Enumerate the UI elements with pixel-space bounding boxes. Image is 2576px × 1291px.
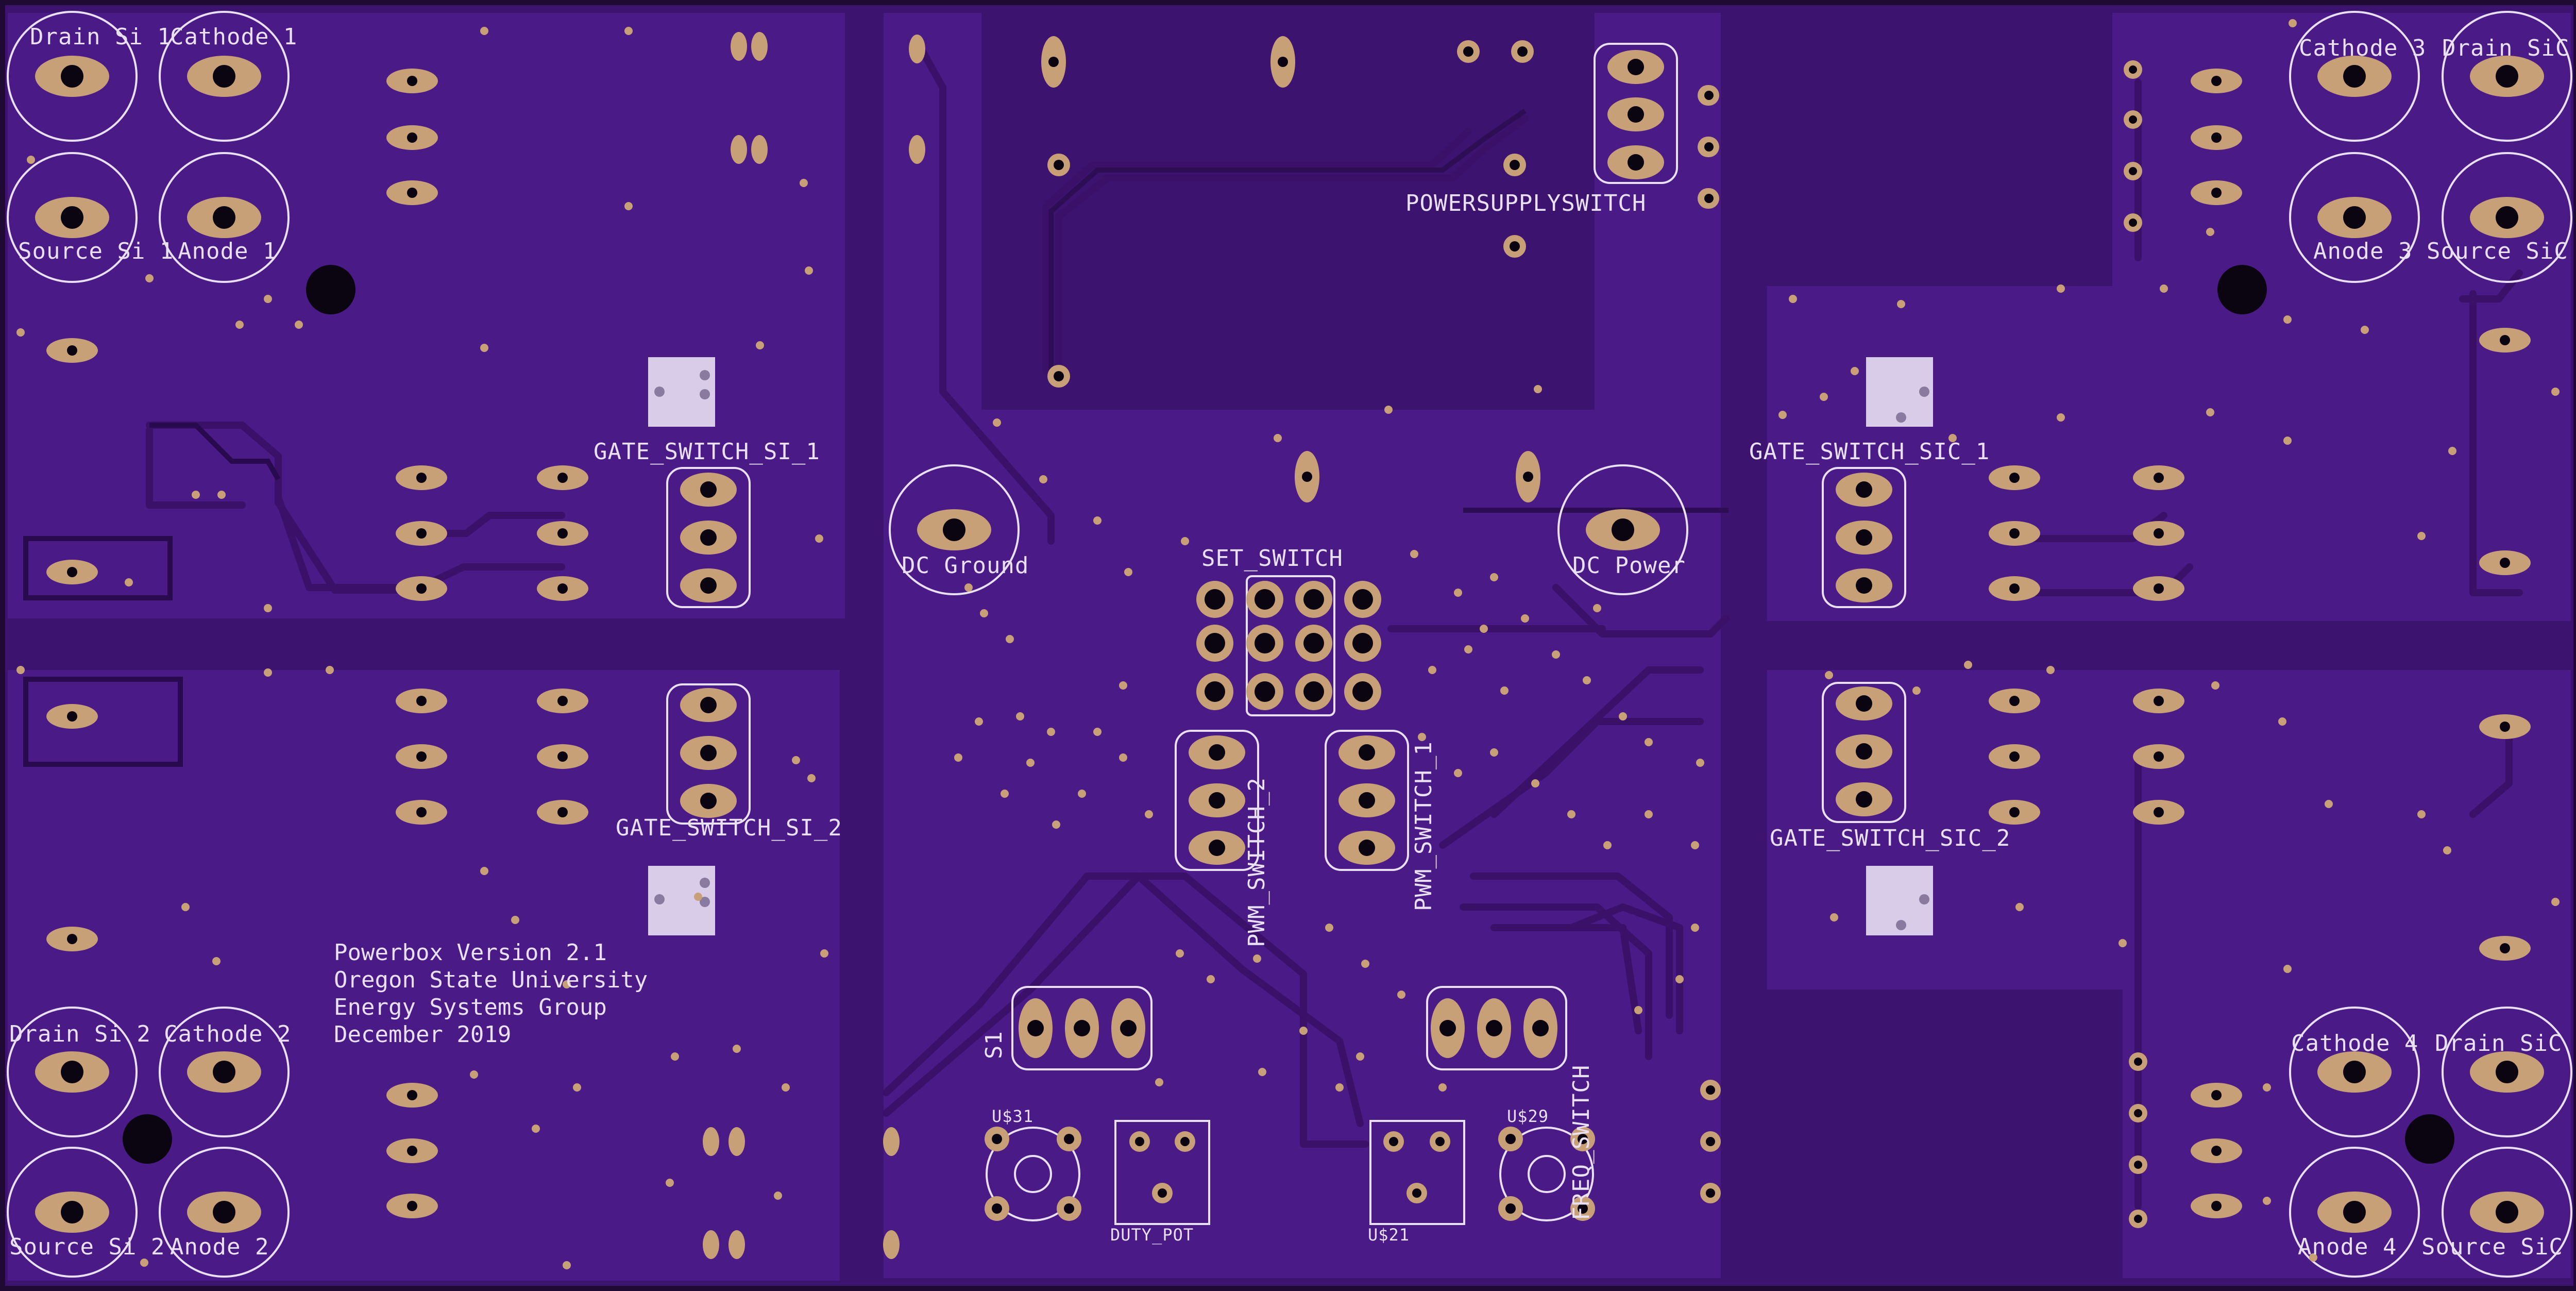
label-gate-switch-si-2: GATE_SWITCH_SI_2 (616, 815, 842, 841)
info-line-1: Powerbox Version 2.1 (334, 940, 607, 966)
label-drain-si-2: Drain Si 2 (9, 1021, 151, 1047)
label-dc-ground: DC Ground (902, 552, 1029, 579)
pad-holes (67, 46, 2510, 1211)
label-anode-1: Anode 1 (178, 238, 277, 264)
label-anode-3: Anode 3 (2313, 238, 2413, 264)
set-switch-pins (1196, 581, 1381, 710)
label-drain-si-1: Drain Si 1 (30, 24, 172, 50)
label-anode-2: Anode 2 (170, 1234, 269, 1260)
label-source-sic-1: Source SiC 1 (2427, 238, 2576, 264)
info-line-4: December 2019 (334, 1021, 512, 1048)
label-source-si-2: Source Si 2 (9, 1234, 165, 1260)
label-pwm-switch-1: PWM_SWITCH_1 (1411, 741, 1437, 911)
info-line-2: Oregon State University (334, 967, 648, 993)
traces (146, 38, 2523, 1210)
potentiometers (985, 1120, 1595, 1225)
label-pwm-switch-2: PWM_SWITCH_2 (1244, 777, 1270, 947)
label-power-supply-switch: POWERSUPPLYSWITCH (1405, 190, 1647, 216)
label-drain-sic-1: Drain SiC 1 (2442, 35, 2576, 61)
vias (16, 19, 2560, 1269)
label-source-sic-2: Source SiC 2 (2421, 1234, 2576, 1260)
label-gate-switch-si-1: GATE_SWITCH_SI_1 (594, 439, 820, 465)
label-gate-switch-sic-2: GATE_SWITCH_SIC_2 (1770, 825, 2011, 851)
copper-pour (8, 13, 2571, 1281)
smd-parts (648, 357, 1933, 935)
label-u29: U$29 (1507, 1106, 1549, 1126)
label-s1: S1 (981, 1031, 1007, 1059)
label-u21: U$21 (1368, 1225, 1410, 1245)
label-duty-pot: DUTY_POT (1110, 1225, 1194, 1245)
label-cathode-1: Cathode 1 (170, 24, 298, 50)
label-source-si-1: Source Si 1 (18, 238, 174, 264)
terminal-circles (7, 11, 2572, 1278)
label-anode-4: Anode 4 (2298, 1234, 2397, 1260)
label-gate-switch-sic-1: GATE_SWITCH_SIC_1 (1749, 439, 1990, 465)
label-cathode-4: Cathode 4 (2291, 1030, 2419, 1057)
terminal-holes (61, 65, 2518, 1223)
terminal-pads (35, 56, 2544, 1233)
label-freq-switch: FREQ_SWITCH (1568, 1064, 1595, 1220)
switch-footprints (666, 43, 1906, 1070)
silkscreen-outlines (23, 423, 281, 767)
label-cathode-3: Cathode 3 (2299, 35, 2427, 61)
label-u31: U$31 (992, 1106, 1034, 1126)
label-dc-power: DC Power (1572, 552, 1686, 579)
right-test-pads (1699, 65, 2142, 1223)
mounting-holes (123, 265, 2454, 1164)
info-line-3: Energy Systems Group (334, 994, 607, 1020)
label-cathode-2: Cathode 2 (164, 1021, 292, 1047)
label-set-switch: SET_SWITCH (1201, 545, 1343, 572)
label-drain-sic-2: Drain SiC 2 (2435, 1030, 2576, 1057)
switch-holes (700, 59, 1872, 1036)
